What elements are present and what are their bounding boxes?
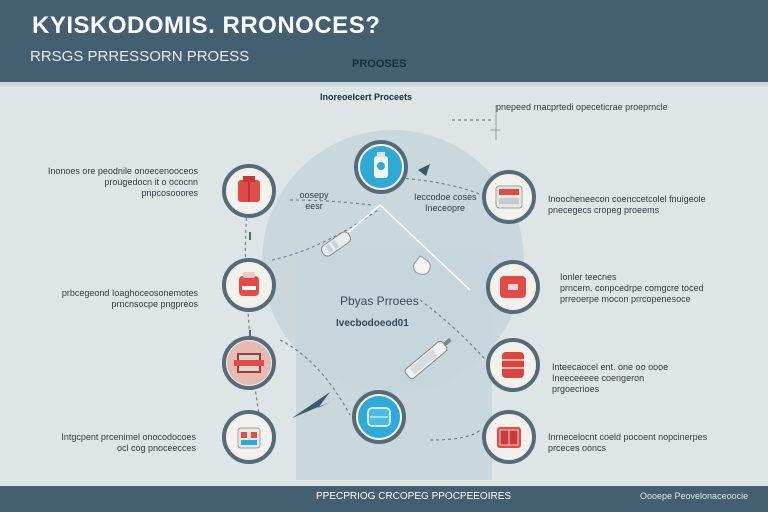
node-right-4[interactable]: [482, 410, 536, 464]
node-right-3[interactable]: [486, 338, 540, 392]
header-divider: [0, 82, 768, 86]
bottle-icon: [360, 146, 402, 188]
pack-icon: [239, 272, 259, 296]
node-right-1[interactable]: [482, 170, 536, 224]
node-left-3[interactable]: [222, 336, 276, 390]
machine-icon: [495, 185, 523, 209]
node-left-1[interactable]: [222, 164, 276, 218]
process-tab-label[interactable]: PROOSES: [352, 58, 407, 70]
gear-box-icon: [227, 341, 271, 385]
box-icon: [500, 276, 526, 298]
top-right-text: pnepeed rnacprtedi opeceticrae proeprncl…: [496, 102, 668, 112]
crate-icon: [497, 427, 521, 448]
node-right-2[interactable]: [486, 260, 540, 314]
node-bottom-center[interactable]: [352, 390, 406, 444]
center-backdrop-panel: [296, 250, 492, 480]
center-badge: Ivecbodoeod01: [336, 318, 409, 329]
node-top-center[interactable]: [354, 140, 408, 194]
footer-center-text: PPECPRIOG CRCOPEG PPOCPEEOIRES: [316, 491, 512, 502]
node-left-4[interactable]: [222, 410, 276, 464]
footer-bar: [0, 486, 768, 512]
bag-icon: [237, 427, 261, 449]
top-label: Inoreoelcert Proceets: [320, 92, 413, 102]
header-bar: [0, 0, 768, 82]
center-title: Pbyas Prroees: [340, 294, 419, 308]
spray-can-icon: [358, 396, 400, 438]
footer-right-text: Oooepe Peovelonaceoocie: [640, 491, 749, 501]
stack-icon: [502, 352, 524, 378]
page-subtitle: RRSGS PRRESSORN PROESS: [30, 48, 250, 65]
page-title: KYISKODOMIS. RRONOCES?: [32, 12, 381, 39]
jacket-icon: [238, 176, 260, 202]
node-left-2[interactable]: [222, 258, 276, 312]
